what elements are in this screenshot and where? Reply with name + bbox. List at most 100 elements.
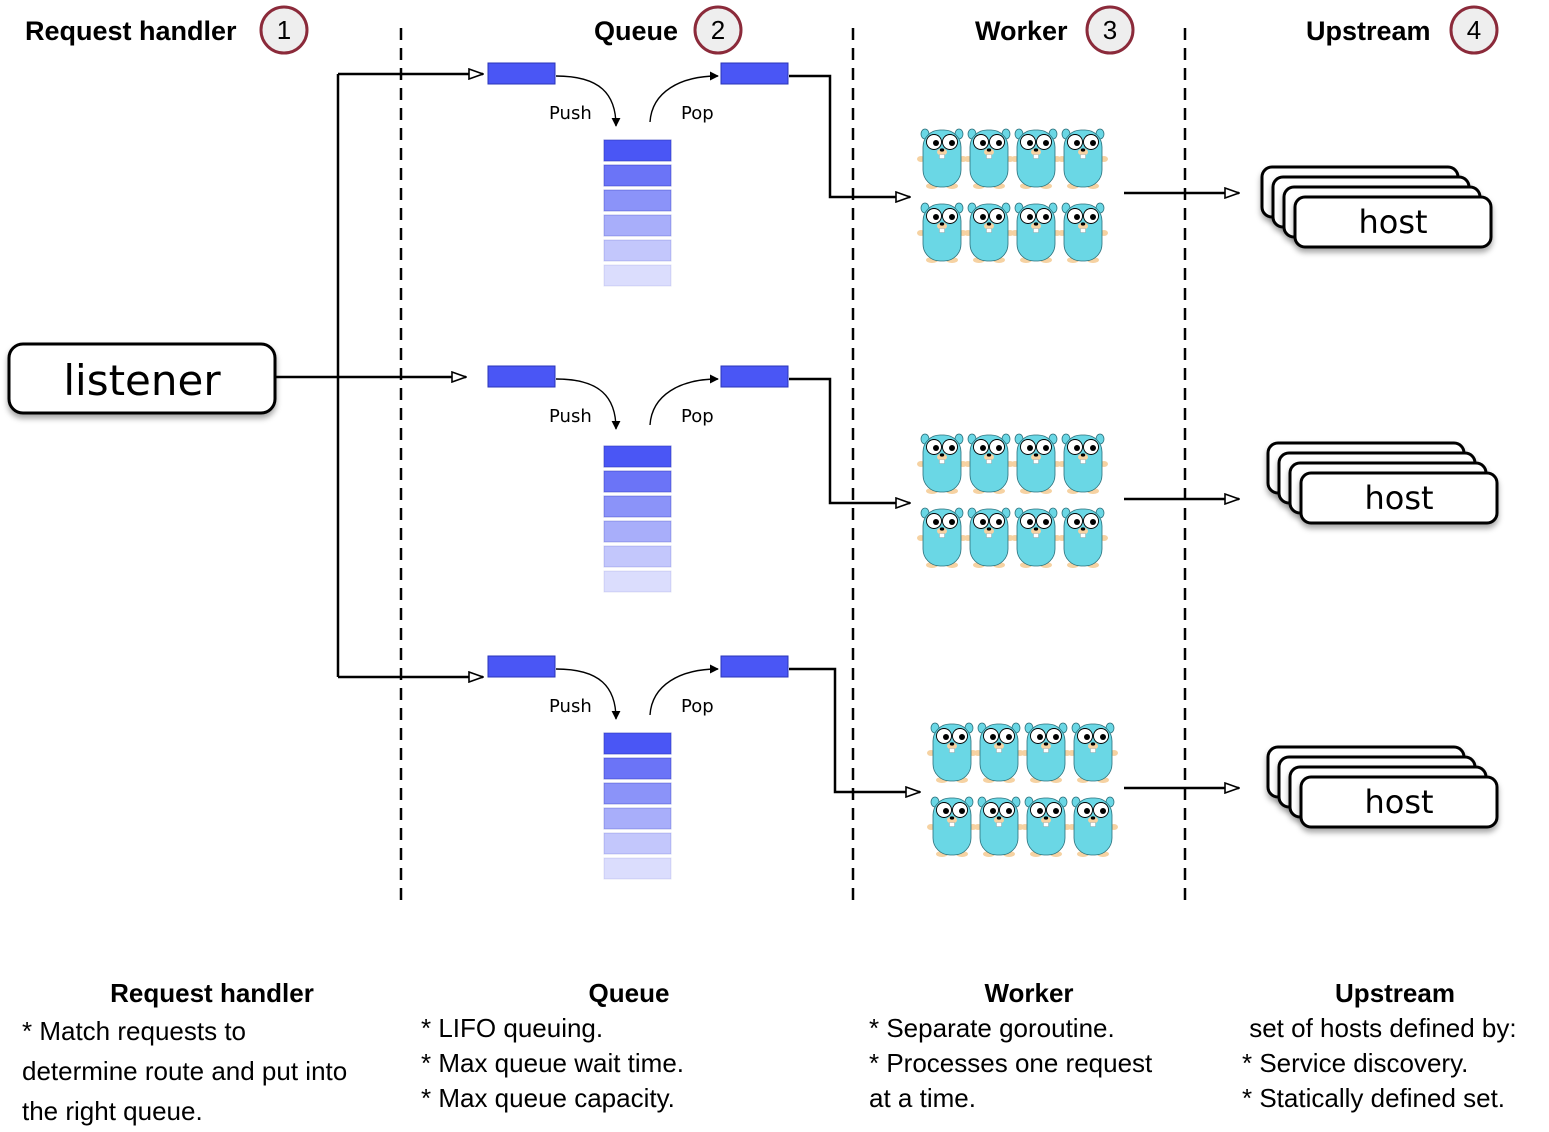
queue-stack bbox=[603, 732, 672, 880]
gopher-icon bbox=[973, 722, 1025, 784]
host-label: host bbox=[1364, 783, 1433, 821]
column-header-worker: Worker 3 bbox=[975, 5, 1135, 55]
pop-arrow bbox=[649, 664, 719, 716]
listener-box: listener bbox=[7, 342, 277, 415]
description-title: Request handler bbox=[110, 978, 314, 1008]
queue-slot bbox=[603, 857, 672, 880]
gopher-icon bbox=[916, 202, 968, 264]
queue-slot bbox=[603, 189, 672, 212]
number-badge bbox=[1449, 5, 1499, 55]
queue-slot bbox=[603, 520, 672, 543]
column-number: 2 bbox=[711, 15, 725, 45]
description-line: * Processes one request bbox=[869, 1048, 1153, 1078]
lane-3: Push Pop host bbox=[487, 655, 1499, 880]
pop-label: Pop bbox=[681, 696, 714, 717]
queue-slot bbox=[603, 807, 672, 830]
host-box bbox=[1299, 775, 1499, 829]
description-line: set of hosts defined by: bbox=[1242, 1013, 1517, 1043]
lane-1: Push Pop host bbox=[487, 62, 1493, 287]
diagram-canvas: Request handler 1 Queue 2 Worker 3 Upstr… bbox=[7, 5, 1499, 900]
pop-arrow bbox=[649, 71, 719, 123]
queue-slot bbox=[603, 732, 672, 755]
pop-label: Pop bbox=[681, 406, 714, 427]
description-line: at a time. bbox=[869, 1083, 976, 1113]
description-line: determine route and put into bbox=[22, 1056, 348, 1086]
gopher-icon bbox=[916, 433, 968, 495]
gopher-icon bbox=[1057, 507, 1109, 569]
gopher-icon bbox=[963, 202, 1015, 264]
gopher-icon bbox=[1020, 722, 1072, 784]
description-line: * Statically defined set. bbox=[1242, 1083, 1506, 1113]
gopher-icon bbox=[1010, 202, 1062, 264]
column-separators bbox=[399, 28, 1187, 900]
gopher-icon bbox=[1067, 796, 1119, 858]
queue-slot bbox=[603, 757, 672, 780]
popped-queue-item bbox=[720, 62, 789, 85]
description-upstream: Upstream set of hosts defined by: * Serv… bbox=[1242, 976, 1548, 1116]
to-worker-arrow bbox=[789, 377, 910, 503]
host-label: host bbox=[1364, 479, 1433, 517]
gopher-icon bbox=[963, 128, 1015, 190]
push-label: Push bbox=[549, 103, 592, 124]
number-badge bbox=[1085, 5, 1135, 55]
column-number: 3 bbox=[1103, 15, 1117, 45]
queue-stack bbox=[603, 139, 672, 287]
queue-slot bbox=[603, 470, 672, 493]
queue-slot bbox=[603, 445, 672, 468]
gopher-icon bbox=[916, 128, 968, 190]
column-title: Request handler bbox=[25, 16, 237, 46]
worker-pool bbox=[926, 722, 1119, 858]
description-request-handler: Request handler * Match requests to dete… bbox=[22, 976, 402, 1131]
popped-queue-item bbox=[720, 655, 789, 678]
column-header-request-handler: Request handler 1 bbox=[25, 5, 309, 55]
gopher-icon bbox=[963, 507, 1015, 569]
column-title: Worker bbox=[975, 16, 1068, 46]
gopher-icon bbox=[973, 796, 1025, 858]
number-badge bbox=[259, 5, 309, 55]
gopher-icon bbox=[1067, 722, 1119, 784]
queue-stack bbox=[603, 445, 672, 593]
column-number: 1 bbox=[277, 15, 291, 45]
lane-2: Push Pop host bbox=[487, 365, 1499, 593]
push-arrow bbox=[555, 75, 621, 127]
push-label: Push bbox=[549, 696, 592, 717]
queue-slot bbox=[603, 545, 672, 568]
column-number: 4 bbox=[1467, 15, 1481, 45]
gopher-icon bbox=[1020, 796, 1072, 858]
gopher-icon bbox=[926, 796, 978, 858]
column-header-queue: Queue 2 bbox=[594, 5, 743, 55]
host-box bbox=[1293, 195, 1493, 249]
gopher-icon bbox=[963, 433, 1015, 495]
queue-slot bbox=[603, 782, 672, 805]
worker-pool bbox=[916, 433, 1109, 569]
queue-slot bbox=[603, 214, 672, 237]
incoming-queue-item bbox=[487, 365, 556, 388]
listener-label: listener bbox=[63, 356, 221, 405]
host-box bbox=[1299, 471, 1499, 525]
pop-label: Pop bbox=[681, 103, 714, 124]
pop-arrow bbox=[649, 374, 719, 426]
description-line: * Max queue capacity. bbox=[421, 1083, 675, 1113]
column-title: Upstream bbox=[1306, 16, 1431, 46]
gopher-icon bbox=[1057, 433, 1109, 495]
description-line: * Max queue wait time. bbox=[421, 1048, 685, 1078]
incoming-queue-item bbox=[487, 62, 556, 85]
description-line: the right queue. bbox=[22, 1096, 203, 1126]
queue-slot bbox=[603, 570, 672, 593]
gopher-icon bbox=[1010, 507, 1062, 569]
gopher-icon bbox=[1057, 128, 1109, 190]
gopher-icon bbox=[926, 722, 978, 784]
description-line: * Separate goroutine. bbox=[869, 1013, 1115, 1043]
worker-pool bbox=[916, 128, 1109, 264]
push-label: Push bbox=[549, 406, 592, 427]
description-line: * Service discovery. bbox=[1242, 1048, 1469, 1078]
gopher-icon bbox=[1010, 433, 1062, 495]
to-worker-arrow bbox=[789, 667, 920, 792]
host-stack: host bbox=[1260, 165, 1493, 249]
queue-slot bbox=[603, 139, 672, 162]
description-line: * Match requests to bbox=[22, 1016, 246, 1046]
description-title: Queue bbox=[588, 978, 670, 1008]
push-arrow bbox=[555, 668, 621, 720]
description-worker: Worker * Separate goroutine. * Processes… bbox=[869, 976, 1189, 1116]
